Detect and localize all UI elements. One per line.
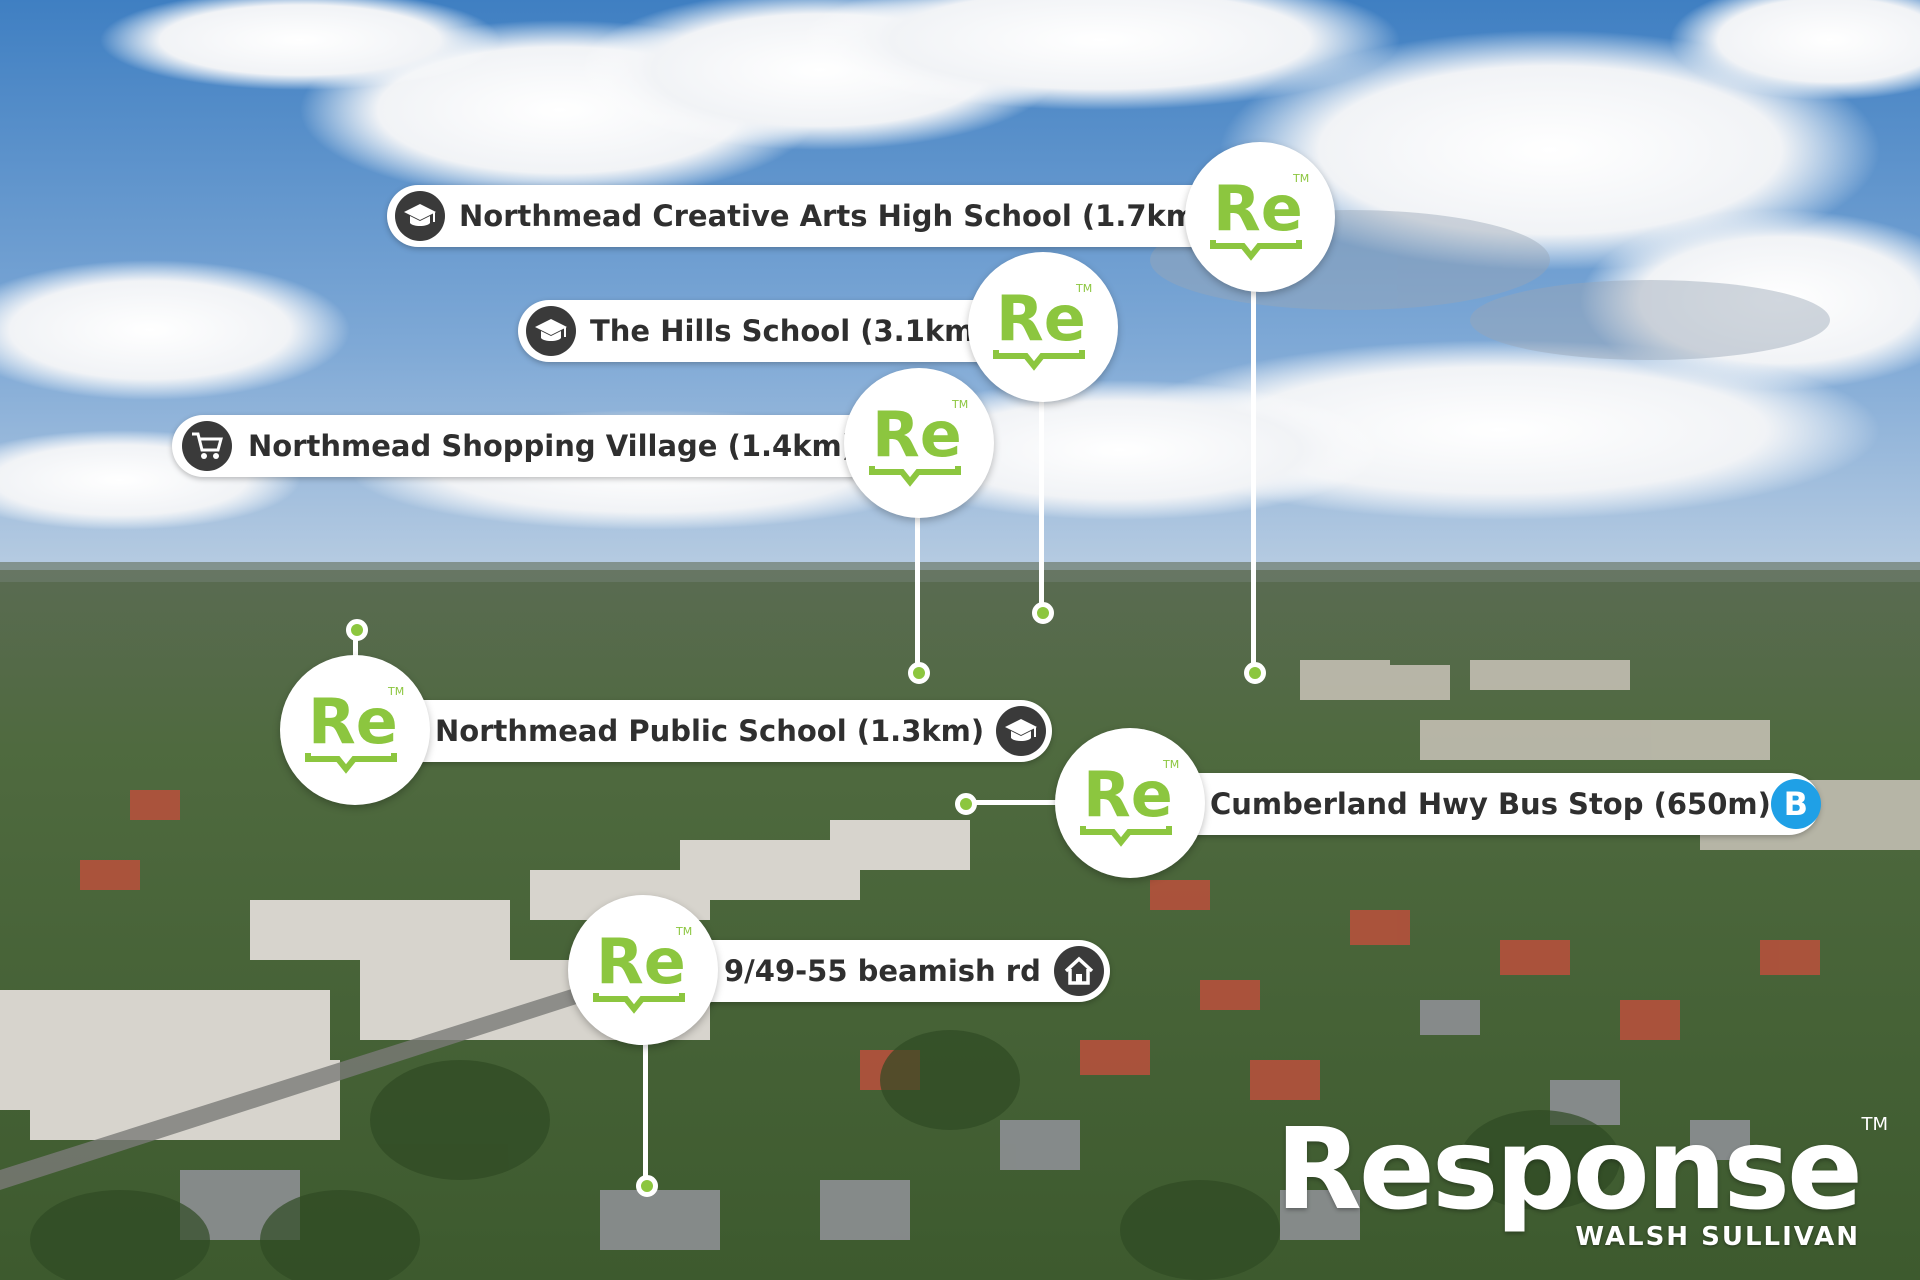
graduation-cap-icon — [395, 191, 445, 241]
location-dot — [908, 662, 930, 684]
poi-label-northmead-shopping-village: Northmead Shopping Village (1.4km) — [172, 415, 902, 477]
response-walsh-sullivan-logo: TM Response WALSH SULLIVAN — [1275, 1105, 1888, 1252]
brand-tagline: WALSH SULLIVAN — [1575, 1222, 1860, 1252]
re-badge: Re TM — [844, 368, 994, 518]
badge-re-text: Re — [872, 398, 962, 471]
poi-label-cumberland-hwy-bus-stop: Cumberland Hwy Bus Stop (650m) B — [1120, 773, 1821, 835]
location-dot — [346, 619, 368, 641]
pointer-stem — [643, 1010, 648, 1185]
location-dot — [1032, 602, 1054, 624]
re-badge: Re TM — [568, 895, 718, 1045]
location-dot — [1244, 662, 1266, 684]
badge-tm-text: TM — [387, 685, 404, 698]
poi-label-text: Northmead Creative Arts High School (1.7… — [459, 199, 1210, 233]
badge-re-text: Re — [1083, 758, 1173, 831]
re-badge: Re TM — [280, 655, 430, 805]
location-dot — [636, 1175, 658, 1197]
graduation-cap-icon — [526, 306, 576, 356]
badge-re-text: Re — [596, 925, 686, 998]
location-dot — [955, 793, 977, 815]
pointer-stem — [1039, 400, 1044, 610]
bus-stop-icon: B — [1770, 779, 1821, 829]
poi-label-property-address: 9/49-55 beamish rd — [640, 940, 1110, 1002]
pointer-stem — [353, 630, 358, 670]
poi-label-northmead-public-school: Northmead Public School (1.3km) — [360, 700, 1052, 762]
graduation-cap-icon — [996, 706, 1046, 756]
poi-label-text: Northmead Public School (1.3km) — [435, 714, 985, 748]
re-badge: Re TM — [1055, 728, 1205, 878]
brand-tm: TM — [1861, 1114, 1888, 1135]
poi-label-text: Northmead Shopping Village (1.4km) — [248, 429, 855, 463]
badge-tm-text: TM — [675, 925, 692, 938]
badge-tm-text: TM — [1075, 282, 1092, 295]
poi-label-text: Cumberland Hwy Bus Stop (650m) — [1210, 787, 1771, 821]
house-icon — [1054, 946, 1104, 996]
re-badge: Re TM — [968, 252, 1118, 402]
badge-tm-text: TM — [1162, 758, 1179, 771]
badge-tm-text: TM — [1292, 172, 1309, 185]
brand-name: Response — [1275, 1105, 1863, 1235]
badge-re-text: Re — [996, 282, 1086, 355]
poi-label-northmead-creative-arts: Northmead Creative Arts High School (1.7… — [387, 185, 1227, 247]
poi-label-text: 9/49-55 beamish rd — [724, 954, 1041, 988]
badge-tm-text: TM — [951, 398, 968, 411]
shopping-cart-icon — [182, 421, 232, 471]
badge-re-text: Re — [1213, 172, 1303, 245]
pointer-stem — [915, 510, 920, 670]
re-badge: Re TM — [1185, 142, 1335, 292]
badge-re-text: Re — [308, 685, 398, 758]
poi-label-text: The Hills School (3.1km) — [590, 314, 988, 348]
pointer-stem — [1251, 290, 1256, 670]
poi-label-the-hills-school: The Hills School (3.1km) — [518, 300, 1028, 362]
pointer-stem — [965, 800, 1065, 805]
